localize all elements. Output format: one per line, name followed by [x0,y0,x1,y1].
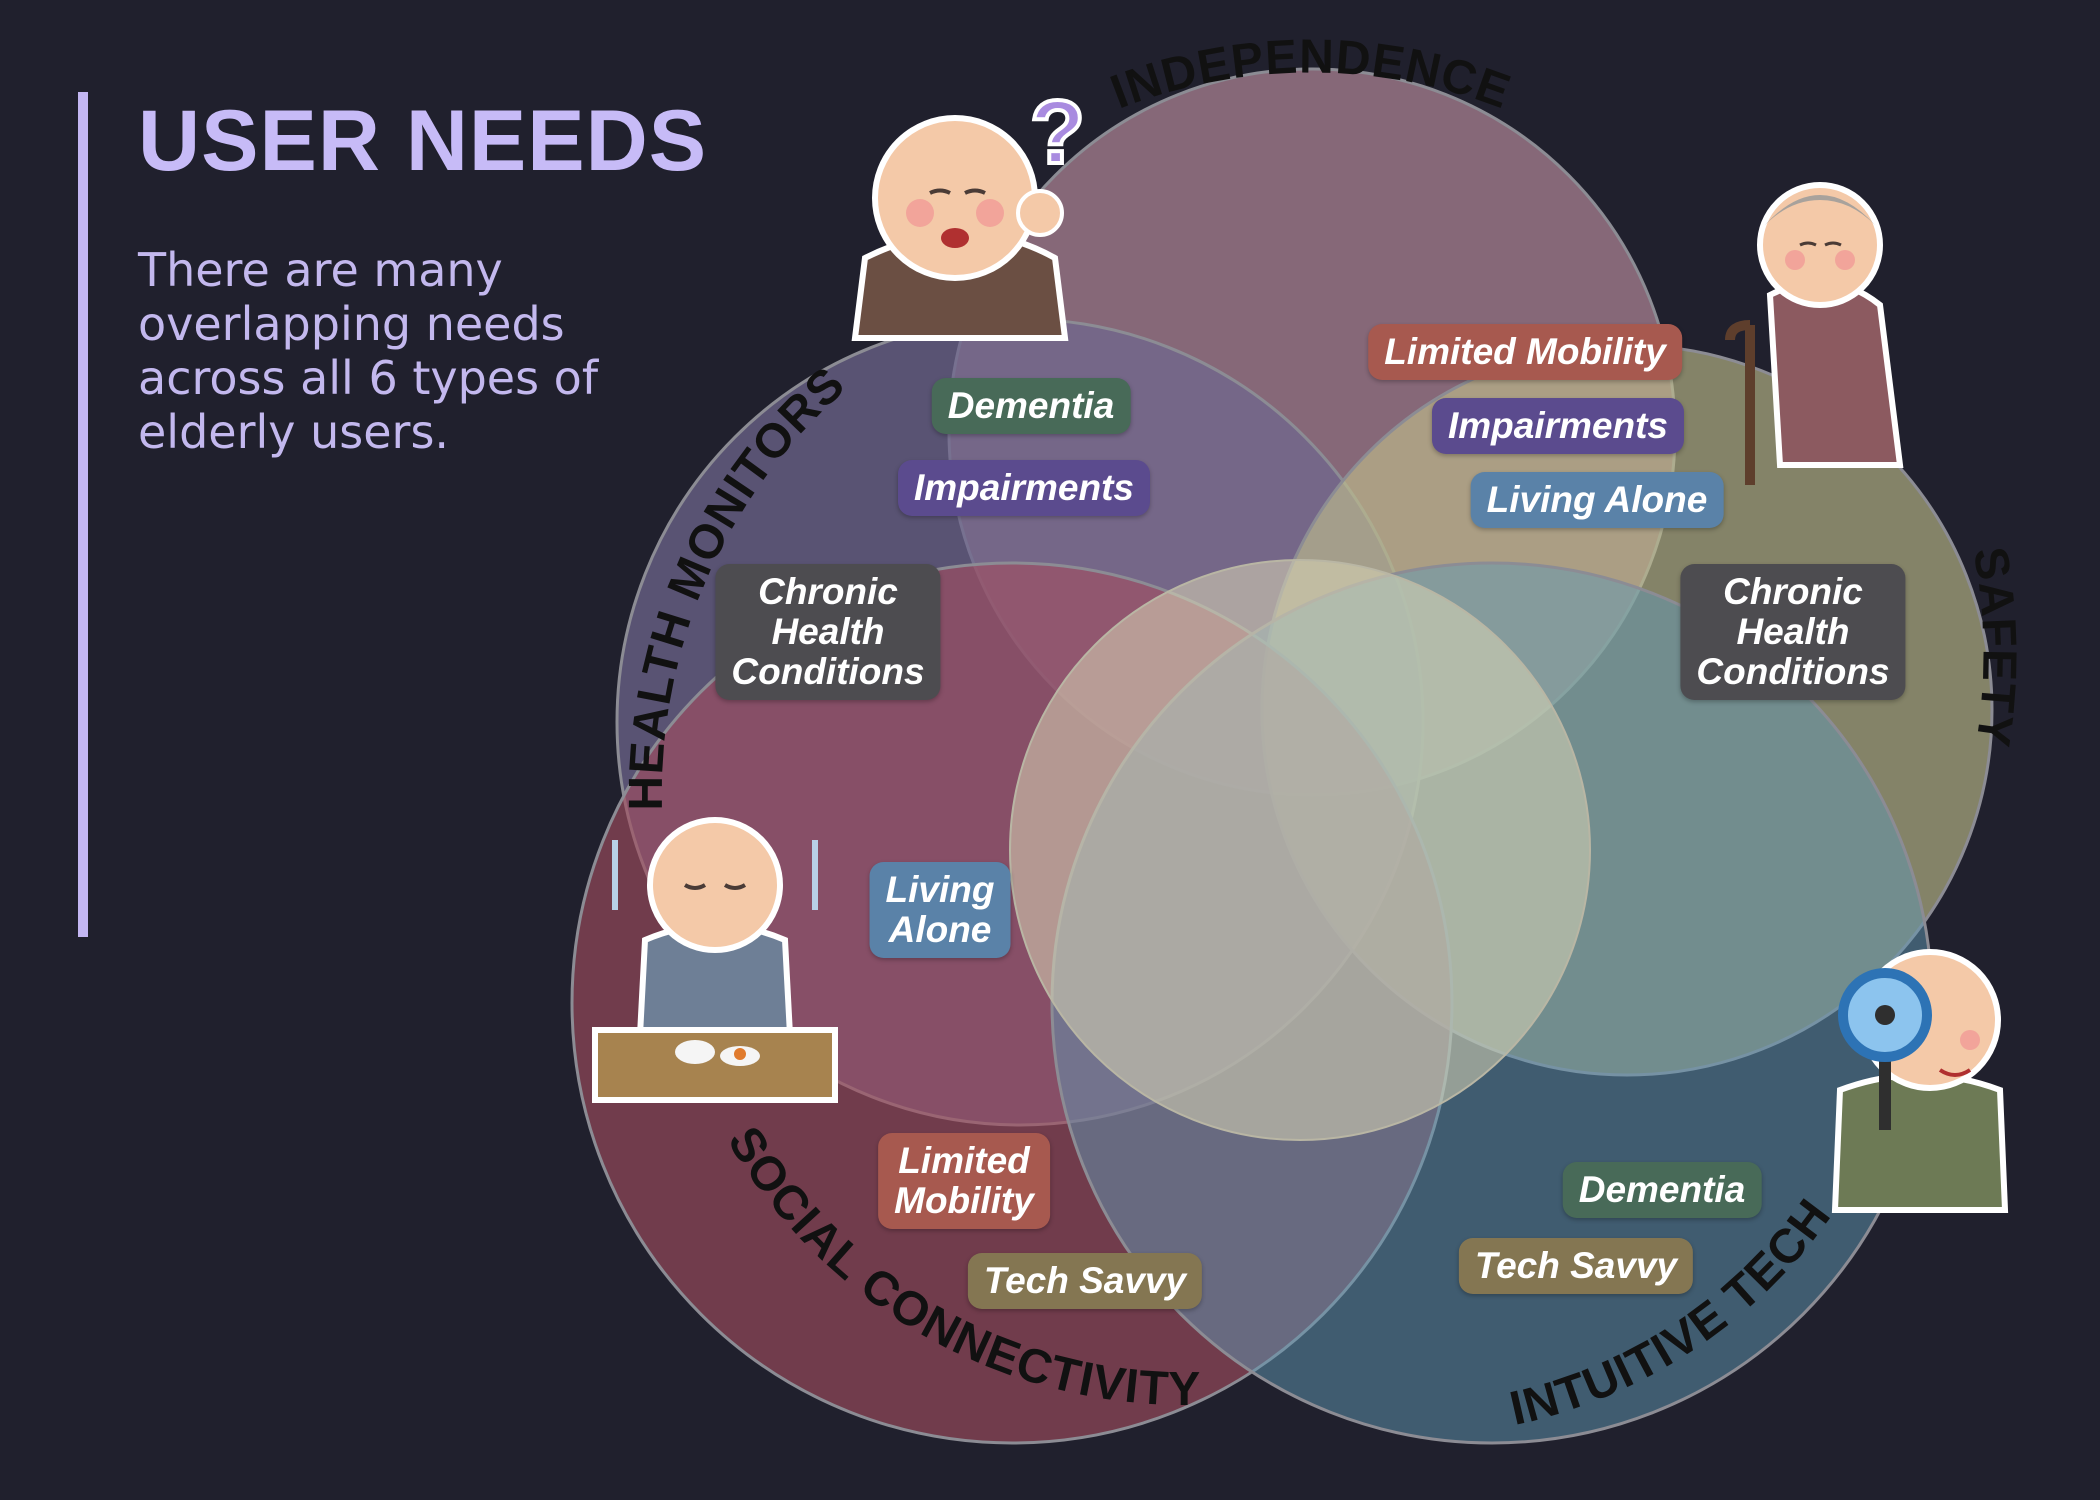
tag-independence-limited-mobility: Limited Mobility [1368,324,1682,380]
tag-social-living-alone: Living Alone [869,862,1011,958]
page-title: USER NEEDS [138,93,708,189]
center-overlap [1009,559,1591,1141]
accent-bar [78,92,88,937]
page-subtitle: There are many overlapping needs across … [138,243,599,459]
tag-health-chronic-conditions: Chronic Health Conditions [715,564,941,700]
tag-health-impairments: Impairments [897,460,1151,516]
elderly-man-hearing-icon: ? [851,88,1087,341]
tag-intuitive-dementia: Dementia [1562,1162,1762,1218]
tag-social-tech-savvy: Tech Savvy [967,1253,1203,1309]
tag-independence-impairments: Impairments [1431,398,1685,454]
svg-text:?: ? [1030,88,1085,183]
tag-health-dementia: Dementia [931,378,1131,434]
tag-social-limited-mobility: Limited Mobility [878,1133,1050,1229]
elderly-woman-cane-icon [1725,182,1904,485]
tag-intuitive-tech-savvy: Tech Savvy [1458,1238,1694,1294]
tag-safety-chronic-conditions: Chronic Health Conditions [1680,564,1906,700]
elderly-man-eating-alone-icon [592,817,838,1103]
elderly-man-magnifier-icon [1831,949,2009,1213]
tag-independence-living-alone: Living Alone [1470,472,1724,528]
